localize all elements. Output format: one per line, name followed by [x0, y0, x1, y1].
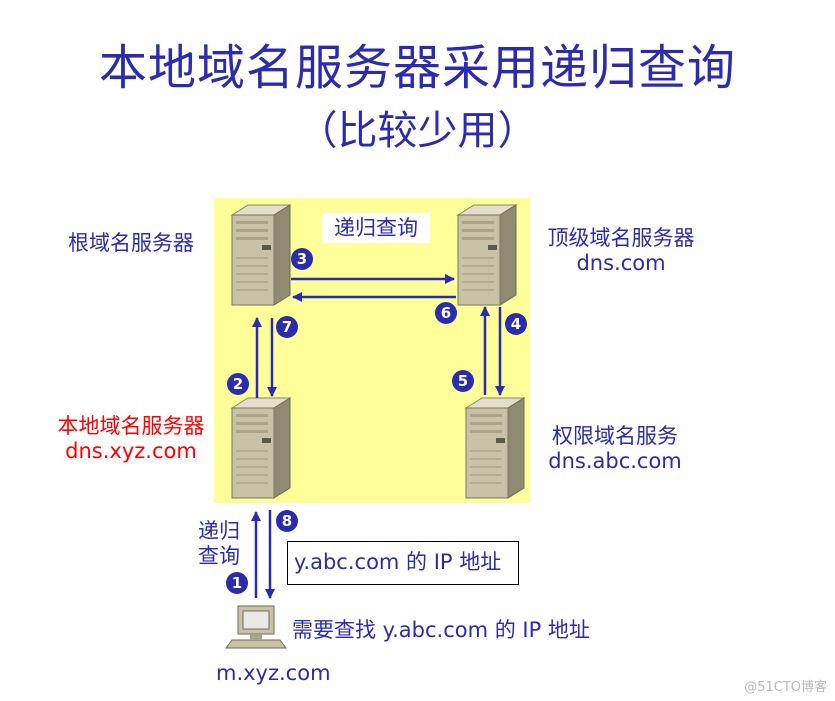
page-subtitle: （比较少用） — [297, 108, 538, 154]
client-host: m.xyz.com — [216, 661, 331, 685]
local-server-label: 本地域名服务器 dns.xyz.com — [44, 414, 218, 464]
client-computer-icon — [225, 605, 287, 649]
step-badge-5: 5 — [452, 370, 474, 392]
svg-text:1: 1 — [232, 574, 242, 592]
local-server-icon — [231, 397, 291, 499]
local-server-name: 本地域名服务器 — [57, 414, 205, 438]
svg-text:7: 7 — [282, 318, 292, 336]
client-query-label-line1: 递归 — [198, 519, 240, 543]
svg-text:6: 6 — [441, 304, 451, 322]
client-query-label-line2: 查询 — [198, 544, 240, 568]
step-badge-7: 7 — [276, 316, 298, 338]
answer-box: y.abc.com 的 IP 地址 — [287, 541, 519, 585]
step-badge-3: 3 — [291, 248, 313, 270]
step-badge-1: 1 — [226, 572, 248, 594]
auth-server-icon — [465, 397, 525, 499]
client-query-text: 需要查找 y.abc.com 的 IP 地址 — [292, 618, 590, 642]
step-badge-4: 4 — [505, 313, 527, 335]
tld-server-name: 顶级域名服务器 — [547, 226, 695, 250]
step-badge-6: 6 — [435, 302, 457, 324]
client-query-label: 递归 查询 — [198, 519, 240, 569]
local-server-host: dns.xyz.com — [65, 439, 197, 463]
svg-text:4: 4 — [511, 315, 521, 333]
watermark: @51CTO博客 — [744, 680, 827, 695]
auth-server-name: 权限域名服务 — [552, 424, 678, 448]
root-server-icon — [231, 204, 291, 306]
tld-server-host: dns.com — [576, 251, 666, 275]
page-title: 本地域名服务器采用递归查询 — [98, 40, 736, 96]
step-badge-2: 2 — [227, 373, 249, 395]
svg-text:3: 3 — [297, 250, 307, 268]
svg-text:2: 2 — [233, 375, 243, 393]
auth-server-label: 权限域名服务 dns.abc.com — [540, 424, 690, 474]
root-server-name: 根域名服务器 — [68, 231, 194, 255]
svg-text:5: 5 — [458, 372, 468, 390]
svg-text:8: 8 — [282, 512, 292, 530]
tld-server-icon — [457, 204, 517, 306]
tld-server-label: 顶级域名服务器 dns.com — [532, 226, 710, 276]
auth-server-host: dns.abc.com — [548, 449, 682, 473]
step-badge-8: 8 — [276, 510, 298, 532]
recursive-query-label: 递归查询 — [322, 213, 430, 243]
